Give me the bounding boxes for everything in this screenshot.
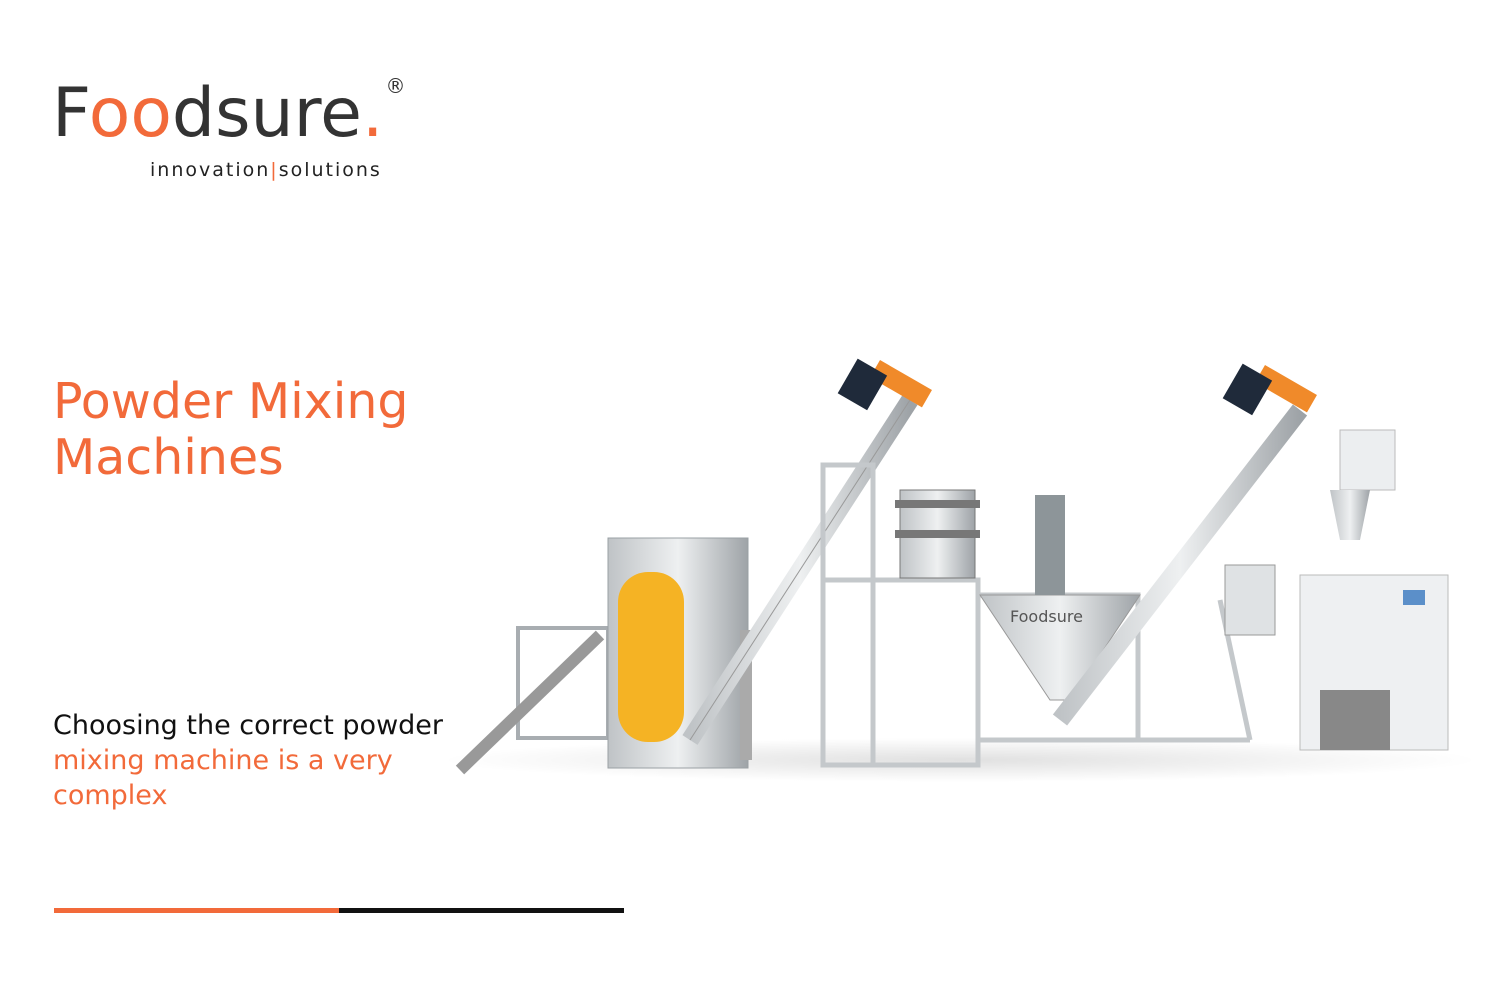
- logo-tagline: innovation|solutions: [150, 159, 382, 181]
- hopper-logo: Foodsure: [1010, 607, 1083, 626]
- subtitle: Choosing the correct powder mixing machi…: [53, 710, 444, 811]
- control-box: [1224, 564, 1276, 636]
- ribbon-mixer: [607, 537, 752, 769]
- screw-conveyor-2: [1052, 404, 1308, 726]
- brand-logo: Foodsure. ® innovation|solutions: [52, 74, 406, 181]
- divider-orange: [54, 908, 339, 913]
- vibrating-sifter: [895, 489, 980, 579]
- conical-hopper: Foodsure: [979, 495, 1141, 701]
- powder-processing-line-image: Foodsure: [440, 358, 1480, 782]
- registered-mark: ®: [385, 74, 406, 98]
- conveyor-motor: [837, 358, 932, 411]
- vffs-packing-machine: [1299, 429, 1449, 751]
- divider-black: [339, 908, 624, 913]
- logo-wordmark: Foodsure.: [52, 74, 384, 153]
- page-title: Powder Mixing Machines: [53, 373, 409, 486]
- logo-row: Foodsure. ®: [52, 74, 406, 153]
- sifter-frame: [820, 462, 1253, 768]
- conveyor-motor-2: [1222, 363, 1317, 416]
- subtitle-highlight: mixing machine is a very complex: [53, 745, 393, 811]
